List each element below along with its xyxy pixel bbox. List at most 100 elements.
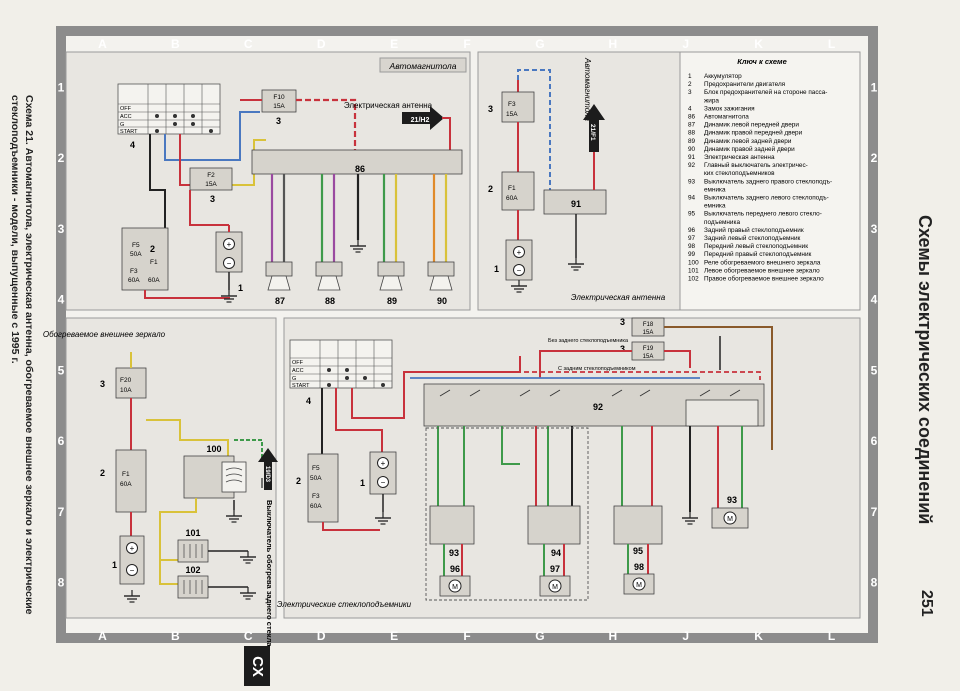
key-item-number: 98 (688, 243, 696, 250)
key-item-text: Передний правый стеклоподъемник (704, 250, 812, 258)
key-item-text: емника (704, 186, 726, 193)
grid-col-bottom-J: J (682, 629, 689, 643)
label-comp-1-d: 1 (360, 478, 365, 488)
label-comp-86: 86 (355, 164, 365, 174)
grid-col-bottom-E: E (390, 629, 398, 643)
grid-row-left-7: 7 (58, 505, 65, 519)
grid-col-bottom-F: F (463, 629, 470, 643)
section-radio-vertical-label: Автомагнитола (583, 57, 592, 122)
grid-row-right-6: 6 (871, 434, 878, 448)
grid-col-bottom-A: A (98, 629, 107, 643)
key-item-text: Замок зажигания (704, 105, 755, 112)
grid-col-bottom-C: C (244, 629, 253, 643)
grid-col-top-D: D (317, 37, 326, 51)
fuse-f3-value: 15A (506, 111, 518, 118)
grid-col-top-B: B (171, 37, 180, 51)
key-item-text: Блок предохранителей на стороне пасса- (704, 88, 827, 96)
label-comp-100: 100 (206, 444, 221, 454)
key-item-text: Динамик левой задней двери (704, 137, 792, 145)
svg-text:−: − (130, 566, 135, 575)
label-comp-90: 90 (437, 296, 447, 306)
front-left-switch-95 (613, 505, 663, 545)
speaker-90 (427, 261, 455, 291)
key-item-text: Аккумулятор (704, 73, 742, 80)
speaker-89 (377, 261, 405, 291)
label-comp-101: 101 (185, 528, 200, 538)
rear-defrost-label: Выключатель обогрева заднего стекла (265, 500, 274, 647)
label-comp-93-b: 93 (727, 495, 737, 505)
grid-row-left-4: 4 (58, 293, 65, 307)
label-comp-98: 98 (634, 562, 644, 572)
fuse-f1-label: F1 (508, 185, 516, 192)
grid-row-left-2: 2 (58, 151, 65, 165)
key-item-text: Задний левый стеклоподъемник (704, 234, 801, 242)
fuse-f20-label: F20 (120, 377, 132, 384)
key-title: Ключ к схеме (737, 57, 787, 66)
key-item-number: 86 (688, 114, 696, 121)
label-comp-93-a: 93 (449, 548, 459, 558)
label-comp-102: 102 (185, 565, 200, 575)
key-item-text: Выключатель заднего правого стеклоподъ- (704, 178, 832, 185)
svg-text:+: + (381, 459, 386, 468)
chapter-badge-text: CX (248, 655, 266, 677)
fuse-f3b-label: F3 (130, 268, 138, 275)
label-comp-3-b: 3 (210, 194, 215, 204)
fuse-f3c-label: F3 (312, 493, 320, 500)
section-mirror-label: Обогреваемое внешнее зеркало (43, 330, 166, 339)
label-comp-88: 88 (325, 296, 335, 306)
svg-text:M: M (636, 582, 642, 589)
grid-col-top-A: A (98, 37, 107, 51)
key-item-text: Реле обогреваемого внешнего зеркала (704, 258, 821, 266)
key-item-number: 88 (688, 130, 696, 137)
key-item-number: 99 (688, 251, 696, 258)
key-item-text: Задний правый стеклоподъемник (704, 226, 804, 234)
key-item-number: 91 (688, 154, 696, 161)
key-item-text: Динамик правой передней двери (704, 129, 803, 137)
label-comp-3-e: 3 (620, 317, 625, 327)
key-item-text: емника (704, 203, 726, 210)
fuse-f5-label: F5 (132, 242, 140, 249)
fuse-f2-label: F2 (207, 172, 215, 179)
key-item-text: жира (704, 97, 719, 104)
svg-text:+: + (130, 544, 135, 553)
grid-row-right-4: 4 (871, 293, 878, 307)
label-comp-3-a: 3 (276, 116, 281, 126)
fuse-f1-value: 60A (506, 195, 518, 202)
key-item-text: Выключатель переднего левого стекло- (704, 211, 822, 218)
key-item-text: Автомагнитола (704, 114, 749, 121)
label-comp-89: 89 (387, 296, 397, 306)
grid-row-right-2: 2 (871, 151, 878, 165)
label-comp-4-b: 4 (306, 396, 311, 406)
fuse-f1b-value: 60A (148, 277, 160, 284)
key-item-text: Динамик левой передней двери (704, 121, 799, 129)
key-item-number: 3 (688, 89, 692, 96)
label-comp-96: 96 (450, 564, 460, 574)
svg-text:−: − (381, 478, 386, 487)
svg-text:+: + (517, 248, 522, 257)
switch2-row-g: G (292, 376, 296, 382)
chapter-badge: CX (244, 646, 270, 686)
fuse-f2-value: 15A (205, 181, 217, 188)
key-item-number: 89 (688, 138, 696, 145)
arrow-21f1-label: 21/F1 (589, 124, 596, 141)
grid-row-left-8: 8 (58, 576, 65, 590)
radio-unit-86 (251, 149, 463, 175)
grid-col-top-E: E (390, 37, 398, 51)
key-item-text: Правое обогреваемое внешнее зеркало (704, 275, 824, 283)
fuse-f1c-value: 60A (120, 481, 132, 488)
grid-col-top-L: L (828, 37, 835, 51)
arrow-19d3-label: 19/D3 (264, 466, 270, 483)
grid-col-bottom-H: H (608, 629, 617, 643)
fuse-f18-value: 15A (643, 330, 654, 336)
svg-text:M: M (452, 584, 458, 591)
grid-col-bottom-B: B (171, 629, 180, 643)
right-mirror-102 (177, 575, 209, 599)
arrow-21f1 (583, 104, 605, 152)
label-comp-1-b: 1 (494, 264, 499, 274)
switch2-row-acc: ACC (292, 368, 304, 374)
key-item-number: 87 (688, 122, 696, 129)
grid-row-left-3: 3 (58, 222, 65, 236)
